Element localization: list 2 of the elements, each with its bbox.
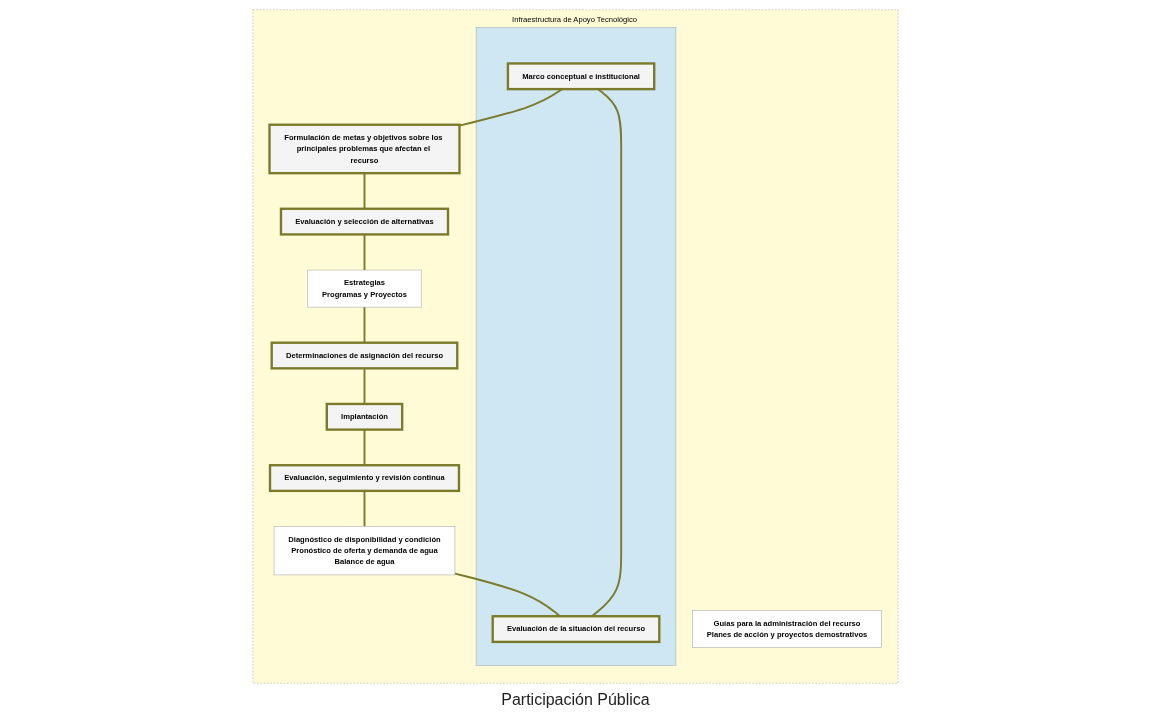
group-label: Participación Pública (501, 691, 650, 708)
cluster (475, 27, 677, 666)
